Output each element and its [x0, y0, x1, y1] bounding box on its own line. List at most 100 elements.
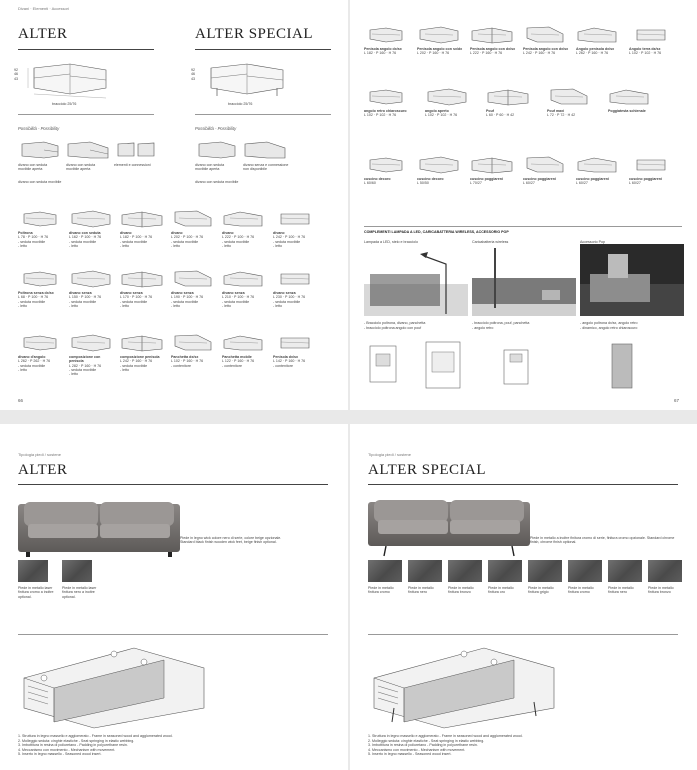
element-b: - letto — [69, 243, 78, 248]
catalog-page-66: Divani · Elementi · Accessori ALTER ALTE… — [0, 0, 348, 410]
page-number: 66 — [18, 398, 24, 403]
element-name: Penisola angolo con dx/sx — [470, 47, 516, 51]
possibilities-label: Possibilità - Possibility — [195, 126, 237, 131]
element-name: angolo retro chiaroscuro — [364, 109, 407, 113]
legend-item: 3. Imbottitura in resina di poliuretano … — [368, 743, 478, 748]
sofa-element-icon — [223, 335, 263, 351]
lamp-option: Accessorio Pop - angolo poltrona dx/sx, … — [580, 240, 684, 330]
element-name: divano — [171, 231, 183, 235]
element-name: divano — [222, 231, 234, 235]
element-name: divano senza — [171, 291, 194, 295]
title-alter-special: ALTER SPECIAL — [195, 26, 314, 42]
title-alter: ALTER — [18, 462, 68, 478]
element-dims: L 222 · P 160 · H 76 — [470, 51, 503, 56]
element-dims: L 102 · P 102 · H 76 — [629, 51, 662, 56]
element-dims: L 202 · P 100 · H 76 — [171, 235, 204, 240]
foot-swatch-image — [608, 560, 642, 582]
dim-seat: 46 — [191, 72, 195, 77]
element-a: - seduta movibile — [18, 363, 46, 368]
sofa-photo — [18, 502, 180, 557]
legend-item: 5. Inserto in legno massello - Seasoned … — [368, 752, 452, 757]
element-name: divano senza — [69, 291, 92, 295]
element-b: - letto — [273, 303, 282, 308]
mechanism-note: divano con seduta movibile — [195, 180, 239, 184]
element-dims: L 142 · P 160 · H 76 — [273, 359, 306, 364]
element-name: Penisola angolo con sx/dx — [417, 47, 463, 51]
element-dims: L 242 · P 160 · H 76 — [120, 359, 153, 364]
sofa-element-icon — [280, 337, 310, 349]
sofa-mechanism-icon — [244, 141, 286, 159]
sofa-element-icon — [526, 26, 564, 43]
possibilities-label: Possibilità - Possibility — [18, 126, 60, 131]
mechanism-item: divano con seduta movibile aperta — [195, 138, 241, 172]
element-dims: L 162 · P 100 · H 76 — [69, 235, 102, 240]
foot-swatch: Piede in metallo finitura cromo — [368, 560, 405, 595]
element-name: Poltrona senza dx/sx — [18, 291, 54, 295]
foot-swatch-image — [648, 560, 682, 582]
element-name: Pouf maxi — [547, 109, 565, 113]
element-name: divano senza — [222, 291, 245, 295]
sofa-element-icon — [636, 29, 666, 41]
element-b: - letto — [69, 372, 78, 377]
element-name: Penisola angolo dx/sx — [364, 47, 402, 51]
element-dims: L 60/27 — [523, 181, 535, 186]
sofa-mechanism-icon — [198, 141, 236, 159]
legend-item: 2. Molleggio seduta: cinghie elastiche -… — [18, 738, 135, 743]
element-a: - contenitore — [273, 363, 293, 368]
category-label: Tipologia piedi / sostene — [368, 452, 411, 457]
lamp-option: Caricabatteria wireless - bracciolo polt… — [472, 240, 576, 330]
element-dims: L 170 · P 100 · H 76 — [120, 295, 153, 300]
element-name: divano d'angolo — [18, 355, 46, 359]
element-name: composizione penisola — [120, 355, 160, 359]
sofa-element-icon — [174, 334, 212, 351]
legend-item: 2. Molleggio seduta: cinghie elastiche -… — [368, 738, 485, 743]
element-dims: L 78 · P 100 · H 76 — [18, 235, 49, 240]
construction-diagram — [373, 647, 555, 729]
element-b: - letto — [120, 303, 129, 308]
element-a: - seduta movibile — [120, 299, 148, 304]
element-name: Poltrona — [18, 231, 33, 235]
element-dims: L 222 · P 100 · H 76 — [222, 235, 255, 240]
foot-swatch: Piede in metallo finitura grigio — [528, 560, 565, 595]
sofa-element-icon — [419, 156, 459, 174]
lamp-sofa-photo — [364, 252, 468, 317]
element-a: - seduta movibile — [171, 299, 199, 304]
element-a: - seduta movibile — [273, 299, 301, 304]
category-label: Divani · Elementi · Accessori — [18, 6, 69, 11]
sofa-element-icon — [526, 156, 564, 173]
dim-depth: 43 — [14, 76, 18, 81]
element-name: Panchetta dx/sx — [171, 355, 199, 359]
element-a: - seduta movibile — [18, 299, 46, 304]
element-dims: L 282 · P 160 · H 76 — [69, 363, 102, 368]
element-a: - seduta movibile — [69, 239, 97, 244]
foot-swatch-image — [18, 560, 48, 582]
sofa-element-icon — [577, 157, 617, 173]
charger-sofa-photo — [472, 248, 576, 317]
sofa-element-icon — [636, 159, 666, 171]
foot-swatch-image — [528, 560, 562, 582]
element-name: divano senza — [273, 291, 296, 295]
element-a: - seduta movibile — [69, 299, 97, 304]
dimension-sofa-drawing — [27, 63, 107, 99]
element-dims: L 262 · P 160 · H 76 — [576, 51, 609, 56]
page-number: 67 — [673, 398, 679, 403]
sofa-element-icon — [71, 210, 111, 228]
legend-item: 1. Struttura in legno massello e agglome… — [368, 734, 523, 738]
